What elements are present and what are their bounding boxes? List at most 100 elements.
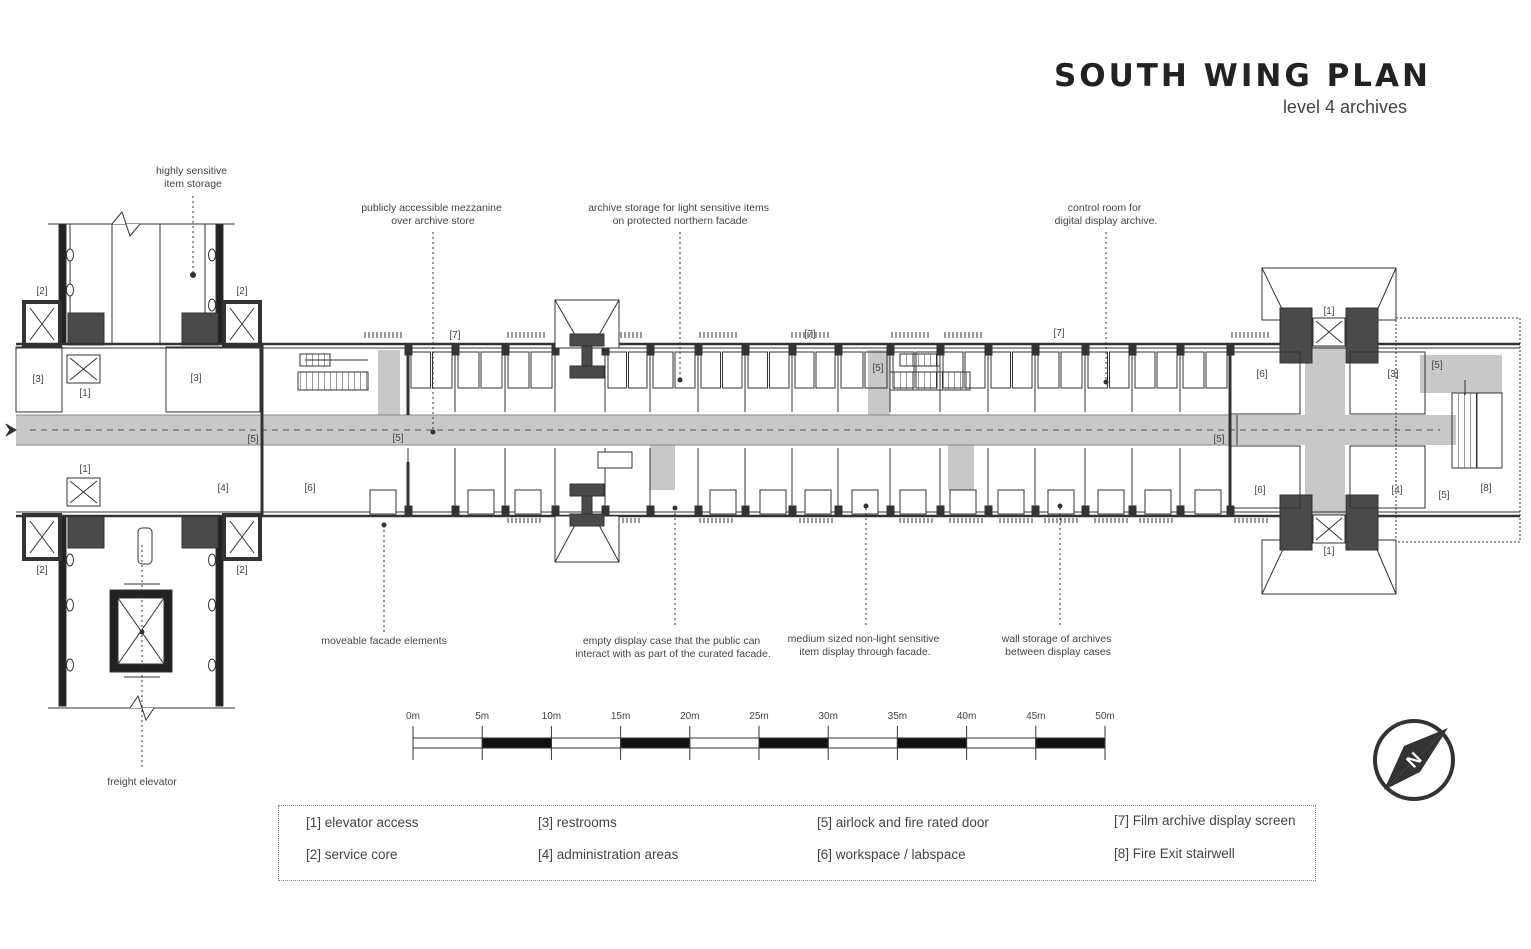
tag-7: [7] bbox=[449, 330, 460, 341]
display-case bbox=[851, 489, 879, 515]
column bbox=[646, 344, 655, 356]
scale-segment bbox=[896, 737, 968, 749]
archive-shelf bbox=[530, 351, 553, 389]
display-case bbox=[759, 489, 787, 515]
legend-item: [8] Fire Exit stairwell bbox=[1114, 846, 1235, 861]
column bbox=[788, 344, 797, 356]
tag-1: [1] bbox=[79, 464, 90, 475]
fire-exit-stair bbox=[1451, 380, 1503, 469]
column bbox=[1081, 505, 1090, 517]
column bbox=[1128, 344, 1137, 356]
annotation-wall-storage: wall storage of archives between display… bbox=[1001, 633, 1115, 658]
tag-3: [3] bbox=[190, 373, 201, 384]
scale-label: 5m bbox=[475, 711, 489, 722]
tag-5: [5] bbox=[1438, 490, 1449, 501]
legend-item: [3] restrooms bbox=[538, 815, 617, 830]
legend-item: [1] elevator access bbox=[306, 815, 419, 830]
scale-segment bbox=[481, 737, 552, 749]
column bbox=[404, 344, 413, 356]
scale-segment bbox=[550, 737, 622, 749]
archive-shelf bbox=[794, 351, 815, 389]
tag-7: [7] bbox=[1053, 328, 1064, 339]
column bbox=[788, 505, 797, 517]
legend-item: [6] workspace / labspace bbox=[817, 847, 966, 862]
column bbox=[404, 505, 413, 517]
scale-segment bbox=[412, 737, 483, 749]
archive-shelf bbox=[1037, 351, 1060, 389]
archive-shelf bbox=[674, 351, 696, 389]
scale-label: 35m bbox=[888, 711, 907, 722]
column bbox=[501, 344, 510, 356]
archive-shelf bbox=[1134, 351, 1156, 389]
tag-4: [4] bbox=[1391, 485, 1402, 496]
annotation-archive-light: archive storage for light sensitive item… bbox=[588, 202, 772, 227]
annotation-dots bbox=[381, 377, 1109, 528]
tag-5: [5] bbox=[247, 434, 258, 445]
archive-shelf bbox=[1060, 351, 1083, 389]
scale-label: 45m bbox=[1026, 711, 1045, 722]
display-case bbox=[1144, 489, 1172, 515]
tag-5: [5] bbox=[392, 433, 403, 444]
archive-shelf bbox=[607, 351, 627, 389]
annotation-medium-display: medium sized non-light sensitive item di… bbox=[788, 633, 943, 658]
mezzanine-stair-2 bbox=[889, 353, 971, 391]
annotation-mezzanine: publicly accessible mezzanine over archi… bbox=[361, 202, 505, 227]
tag-2: [2] bbox=[236, 565, 247, 576]
archive-shelf bbox=[410, 351, 431, 389]
tag-1: [1] bbox=[79, 388, 90, 399]
tag-1: [1] bbox=[1323, 546, 1334, 557]
scale-label: 20m bbox=[680, 711, 699, 722]
legend-item: [4] administration areas bbox=[538, 847, 679, 862]
north-projection bbox=[554, 299, 620, 379]
display-case bbox=[1097, 489, 1125, 515]
archive-bays bbox=[364, 332, 1269, 523]
scale-label: 50m bbox=[1095, 711, 1114, 722]
tag-3: [3] bbox=[32, 374, 43, 385]
main-wing bbox=[5, 342, 1520, 518]
annotation-freight: freight elevator bbox=[107, 776, 177, 788]
archive-shelf bbox=[1087, 351, 1108, 389]
archive-shelf bbox=[1156, 351, 1178, 389]
column bbox=[984, 344, 993, 356]
legend-item: [7] Film archive display screen bbox=[1114, 813, 1296, 828]
archive-shelf bbox=[864, 351, 888, 389]
tag-8: [8] bbox=[1480, 483, 1491, 494]
east-service-block bbox=[1229, 267, 1521, 595]
scale-label: 25m bbox=[749, 711, 768, 722]
display-case bbox=[997, 489, 1025, 515]
archive-shelf bbox=[990, 351, 1011, 389]
tag-2: [2] bbox=[36, 565, 47, 576]
legend: [1] elevator access [2] service core [3]… bbox=[278, 805, 1316, 881]
archive-shelf bbox=[652, 351, 674, 389]
annotation-moveable-facade: moveable facade elements bbox=[321, 635, 447, 647]
archive-shelf bbox=[1205, 351, 1228, 389]
column bbox=[834, 505, 843, 517]
scale-segment bbox=[1035, 737, 1106, 749]
annotation-empty-case: empty display case that the public can i… bbox=[575, 635, 771, 660]
tag-1: [1] bbox=[1323, 306, 1334, 317]
column bbox=[1176, 344, 1185, 356]
display-case bbox=[369, 489, 397, 515]
mezzanine-stair-1 bbox=[297, 353, 369, 391]
scale-segment bbox=[620, 737, 691, 749]
scale-segment bbox=[758, 737, 829, 749]
archive-shelf bbox=[480, 351, 503, 389]
scale-label: 40m bbox=[957, 711, 976, 722]
column bbox=[1176, 505, 1185, 517]
archive-shelf bbox=[747, 351, 768, 389]
archive-shelf bbox=[815, 351, 836, 389]
annotation-leaders bbox=[383, 232, 1107, 632]
west-service-block bbox=[15, 196, 262, 770]
tag-6: [6] bbox=[304, 483, 315, 494]
column bbox=[451, 344, 460, 356]
tag-2: [2] bbox=[36, 286, 47, 297]
room-tags: [2] [2] [2] [2] [1] [1] [3] [3] [4] [6] … bbox=[32, 286, 1491, 576]
column bbox=[886, 505, 895, 517]
column bbox=[741, 505, 750, 517]
tag-5: [5] bbox=[872, 363, 883, 374]
column bbox=[741, 344, 750, 356]
scale-label: 10m bbox=[542, 711, 561, 722]
archive-shelf bbox=[769, 351, 790, 389]
tag-5: [5] bbox=[1431, 360, 1442, 371]
